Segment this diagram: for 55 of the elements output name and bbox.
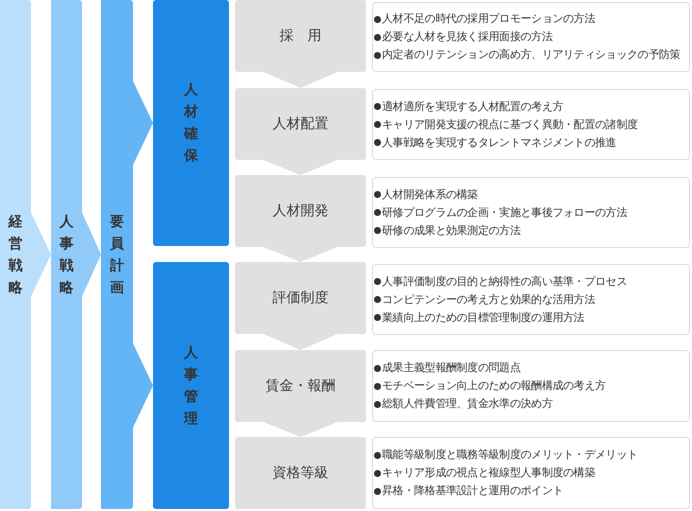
- list-item-text: キャリア開発支援の視点に基づく異動・配置の諸制度: [382, 116, 638, 132]
- list-item-text: 総額人件費管理、賃金水準の決め方: [382, 396, 552, 412]
- list-item-text: キャリア形成の視点と複線型人事制度の構築: [382, 465, 596, 481]
- category-label: 人材確保: [184, 81, 198, 166]
- list-item-text: 内定者のリテンションの高め方、リアリティショックの予防策: [382, 47, 680, 63]
- chevron-arrow: [132, 344, 154, 428]
- step-box: [235, 350, 366, 422]
- chevron-arrow: [264, 72, 338, 88]
- step-label: 人材開発: [272, 202, 328, 220]
- category-block: [153, 0, 229, 246]
- step-box: [235, 175, 366, 247]
- topic-list-panel: [372, 437, 690, 509]
- list-item-text: 適材適所を実現する人材配置の考え方: [382, 98, 564, 114]
- list-item-text: 業績向上のための目標管理制度の運用方法: [382, 310, 584, 326]
- step-box: [235, 0, 366, 72]
- topic-list-panel: [372, 2, 690, 72]
- chevron-arrow: [264, 246, 338, 262]
- chevron-column: [0, 0, 31, 509]
- chevron-arrow: [264, 422, 338, 438]
- list-item-text: 人材開発体系の構築: [382, 186, 478, 202]
- step-label: 採 用: [280, 27, 322, 45]
- step-label: 評価制度: [272, 289, 328, 307]
- column-label: 人事戦略: [60, 212, 74, 298]
- chevron-arrow: [30, 212, 52, 296]
- list-item-text: 研修プログラムの企画・実施と事後フォローの方法: [382, 204, 627, 220]
- step-box: [235, 437, 366, 509]
- topic-list-panel: [372, 264, 690, 335]
- chevron-arrow: [264, 334, 338, 350]
- step-label: 資格等級: [272, 464, 328, 482]
- step-label: 賃金・報酬: [266, 377, 336, 395]
- step-box: [235, 262, 366, 334]
- step-box: [235, 88, 366, 160]
- list-item-text: モチベーション向上のための報酬構成の考え方: [382, 378, 606, 394]
- list-item-text: 必要な人材を見抜く採用面接の方法: [382, 29, 552, 45]
- list-item-text: 人材不足の時代の採用プロモーションの方法: [382, 11, 596, 27]
- step-label: 人材配置: [272, 115, 328, 133]
- list-item-text: 職能等級制度と職務等級制度のメリット・デメリット: [382, 447, 638, 463]
- topic-list-panel: [372, 350, 690, 422]
- column-label: 要員計画: [110, 212, 124, 298]
- topic-list-panel: [372, 177, 690, 248]
- category-label: 人事管理: [184, 344, 198, 428]
- list-item-text: 人事戦略を実現するタレントマネジメントの推進: [382, 134, 616, 150]
- list-item-text: 昇格・降格基準設計と運用のポイント: [382, 483, 564, 499]
- chevron-column: [51, 0, 82, 509]
- list-item-text: コンピテンシーの考え方と効果的な活用方法: [382, 292, 596, 308]
- chevron-arrow: [264, 160, 338, 176]
- chevron-column: [101, 0, 133, 509]
- chevron-arrow: [82, 212, 102, 296]
- topic-list-panel: [372, 89, 690, 160]
- category-block: [153, 262, 229, 509]
- chevron-arrow: [132, 81, 154, 165]
- list-item-text: 成果主義型報酬制度の問題点: [382, 360, 520, 376]
- list-item-text: 人事評価制度の目的と納得性の高い基準・プロセス: [382, 274, 627, 290]
- list-item-text: 研修の成果と効果測定の方法: [382, 222, 520, 238]
- column-label: 経営戦略: [8, 212, 22, 298]
